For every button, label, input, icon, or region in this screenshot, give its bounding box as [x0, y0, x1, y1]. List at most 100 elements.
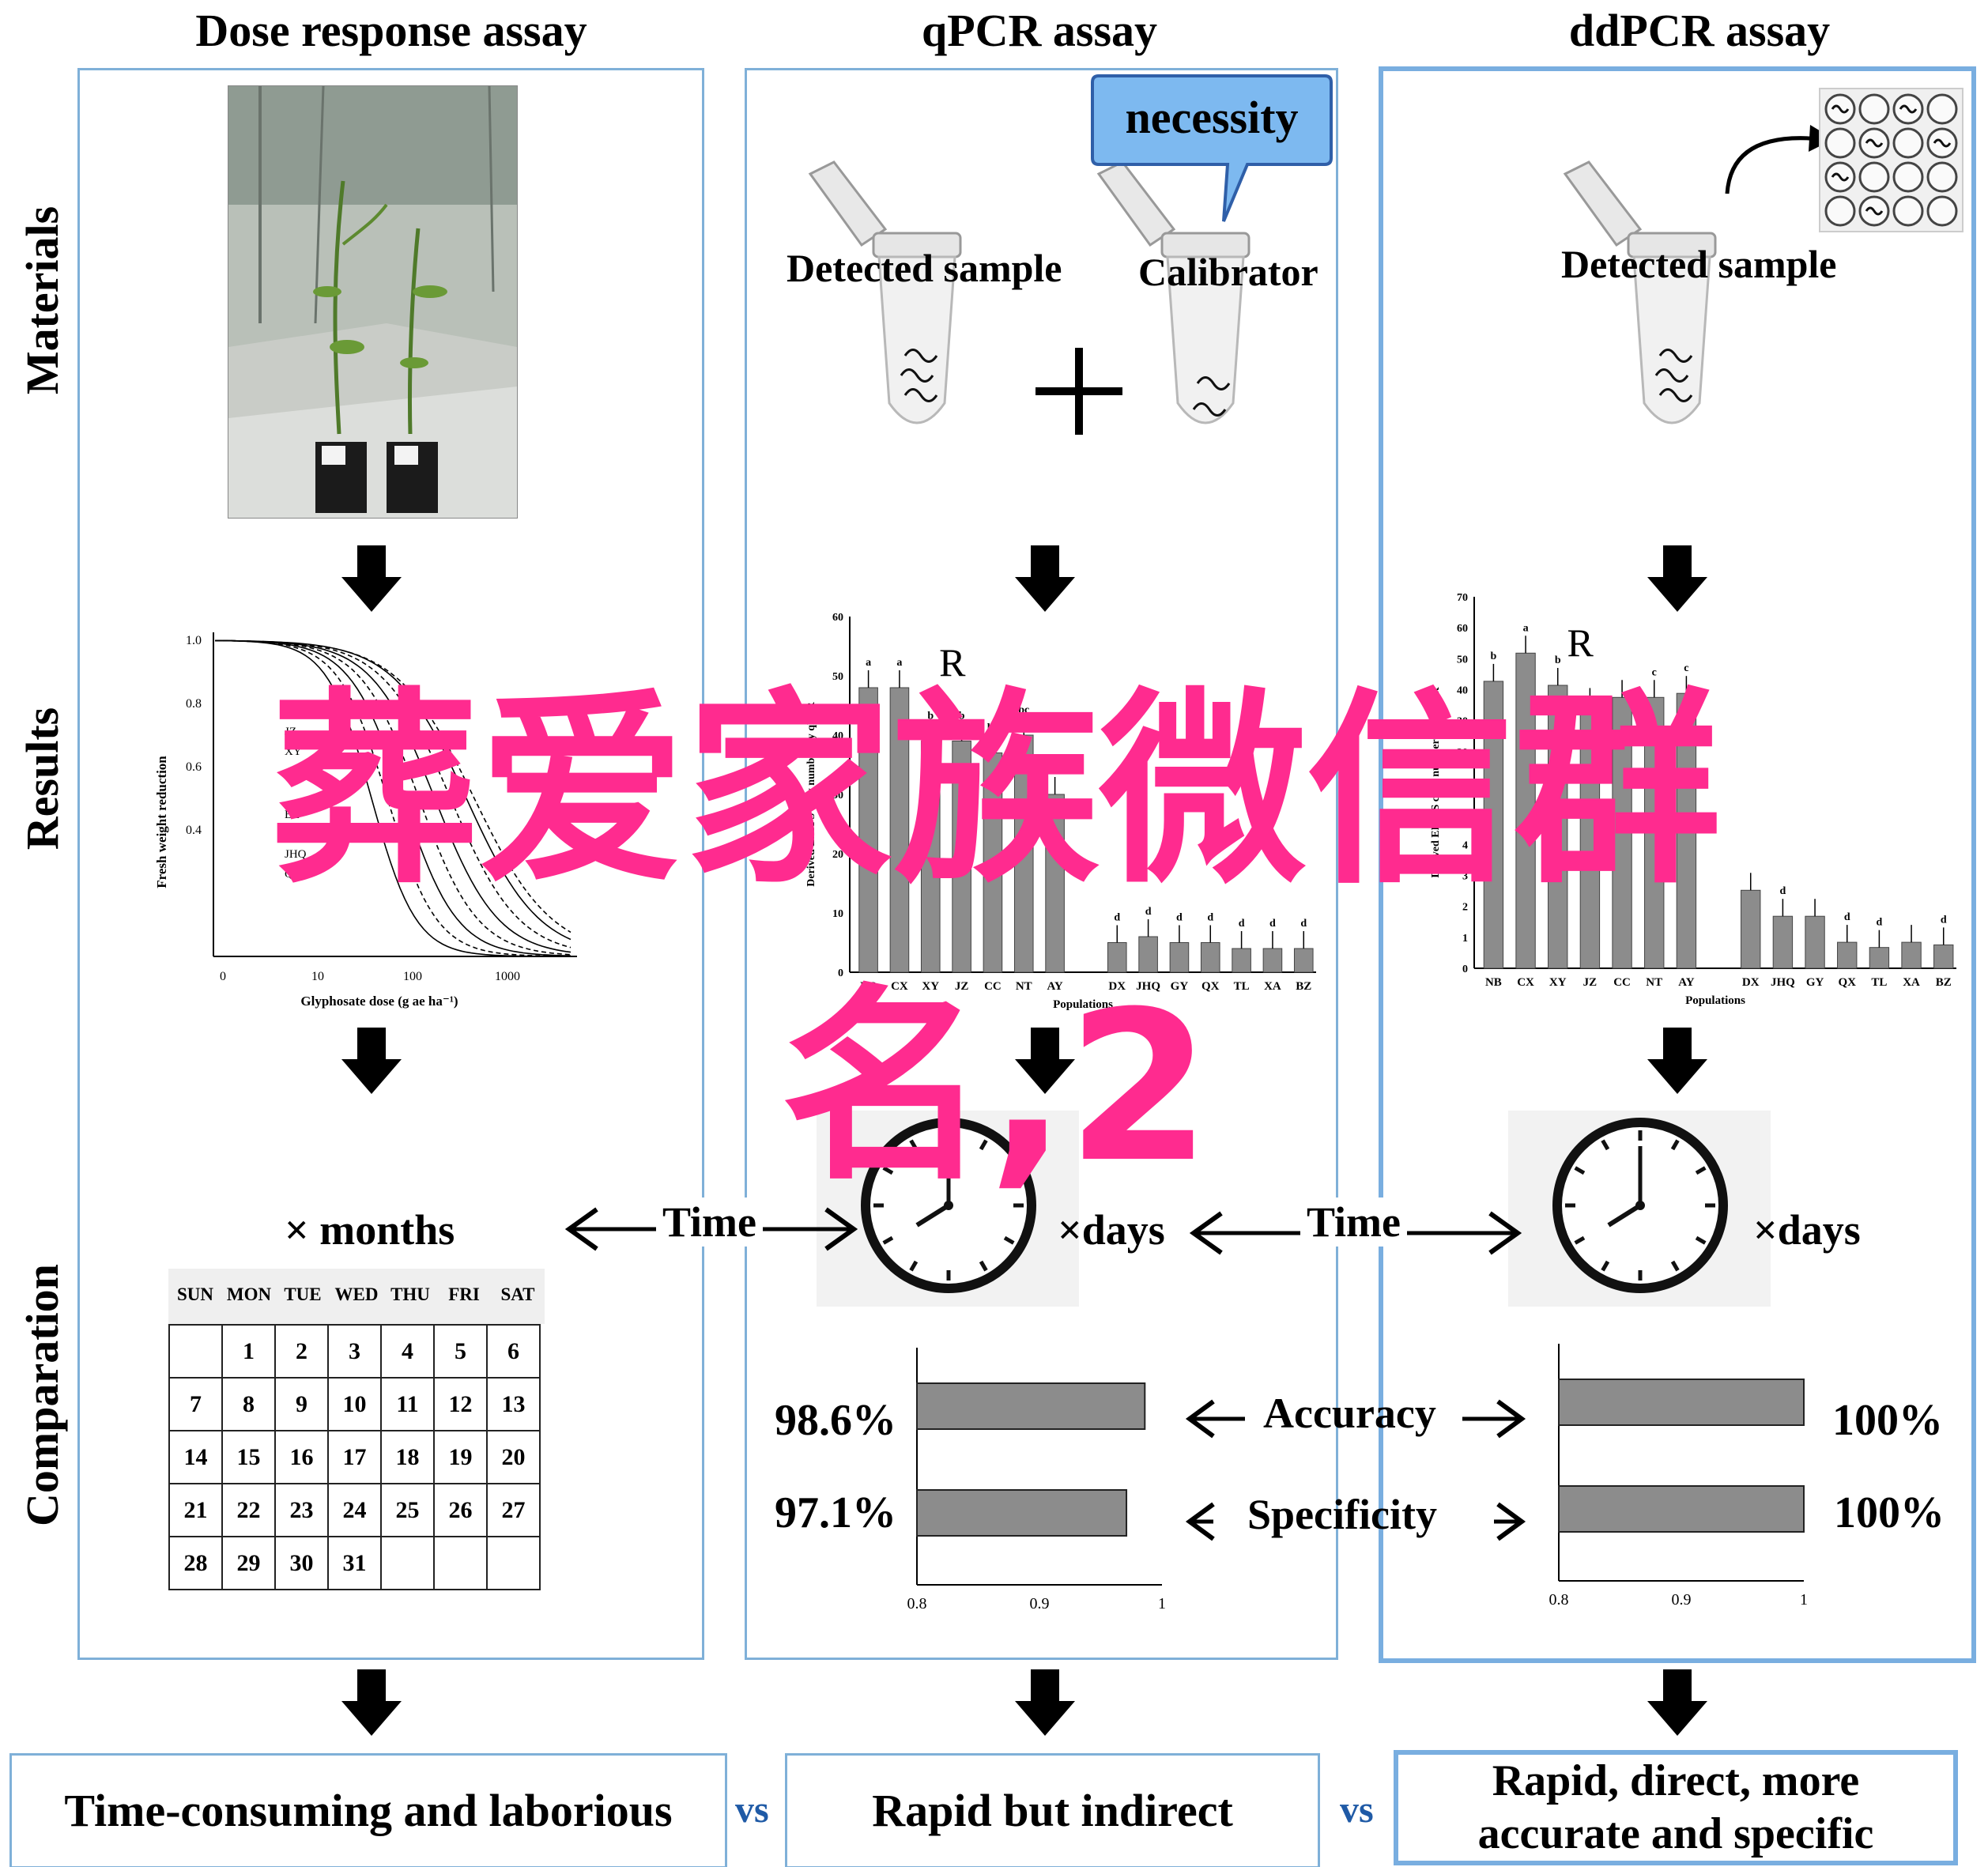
- qpcr-column-title: qPCR assay: [921, 5, 1158, 56]
- x-tick-label: XA: [1903, 976, 1920, 989]
- x-tick-label: NT: [1016, 980, 1032, 993]
- speech-bubble-icon: [1091, 74, 1333, 222]
- x-tick-label: JHQ: [1771, 976, 1795, 989]
- qpcr-clock-icon: [861, 1118, 1036, 1293]
- calendar-day: 6: [486, 1324, 541, 1379]
- qpcr-sample-tube-icon: [808, 160, 962, 424]
- dose-ytick: 0.8: [186, 697, 202, 711]
- significance-letter: b: [959, 711, 965, 722]
- x-tick-label: DX: [1108, 980, 1126, 993]
- significance-letter: d: [1941, 914, 1947, 926]
- calendar-day: 21: [168, 1483, 223, 1537]
- dose-xtick: 100: [403, 970, 422, 983]
- clock-tick: [1601, 1260, 1610, 1272]
- bar: [1232, 948, 1251, 973]
- x-tick-label: JZ: [1583, 976, 1598, 989]
- calendar-header-bg: [168, 1269, 545, 1324]
- time-label-right: Time: [1300, 1198, 1407, 1247]
- y-tick-label: 20: [1457, 747, 1468, 759]
- significance-letter: b: [1555, 654, 1561, 666]
- x-tick-label: CC: [984, 980, 1002, 993]
- ddpcr-specificity-value: 100%: [1834, 1488, 1945, 1537]
- y-tick-label: 0: [838, 967, 843, 979]
- calendar-weekday: THU: [390, 1284, 430, 1304]
- down-arrow-icon: [1647, 1028, 1707, 1094]
- down-arrow-icon: [1647, 1669, 1707, 1736]
- down-arrow-icon: [1647, 545, 1707, 612]
- y-tick-label: 50: [832, 671, 843, 683]
- significance-letter: a: [1523, 622, 1529, 634]
- dose-xtick: 1000: [495, 970, 520, 983]
- calendar-day: 27: [486, 1483, 541, 1537]
- row-label-comparation: Comparation: [17, 1264, 68, 1526]
- x-tick-label: 0.9: [1030, 1595, 1050, 1612]
- bar: [1612, 696, 1632, 969]
- calendar-weekday: MON: [226, 1284, 272, 1304]
- calendar-day: 3: [327, 1324, 382, 1379]
- significance-letter: b: [1491, 651, 1497, 662]
- ddpcr-column-title: ddPCR assay: [1568, 5, 1831, 56]
- significance-letter: d: [1145, 906, 1152, 918]
- qpcr-accuracy-value: 98.6%: [775, 1396, 896, 1445]
- down-arrow-icon: [1015, 1669, 1075, 1736]
- x-tick-label: CC: [1613, 976, 1631, 989]
- x-tick-label: BZ: [1296, 980, 1311, 993]
- panel-letter: R: [939, 640, 966, 685]
- x-tick-label: XY: [1549, 976, 1567, 989]
- accuracy-bar: [1558, 1379, 1805, 1426]
- down-arrow-icon: [341, 1669, 402, 1736]
- x-tick-label: 0.8: [1549, 1591, 1569, 1609]
- calendar-header: SUN MON TUE WED THU FRI SAT: [168, 1284, 545, 1305]
- dose-conclusion-box: Time-consuming and laborious: [9, 1753, 727, 1867]
- dose-column-title: Dose response assay: [195, 5, 587, 56]
- x-tick-label: QX: [1838, 976, 1856, 989]
- calendar-day: 22: [221, 1483, 276, 1537]
- calendar-day: 8: [221, 1377, 276, 1431]
- calendar-day: 30: [274, 1536, 329, 1590]
- significance-letter: bc: [1018, 704, 1029, 716]
- row-label-materials: Materials: [17, 206, 68, 395]
- y-tick-label: 5: [1462, 809, 1468, 820]
- calendar-day: 24: [327, 1483, 382, 1537]
- bar: [1644, 696, 1665, 969]
- x-axis-label: Populations: [1685, 994, 1745, 1007]
- accuracy-label: Accuracy: [1263, 1390, 1436, 1437]
- x-tick-label: 1: [1158, 1595, 1166, 1612]
- calendar-day: 28: [168, 1536, 223, 1590]
- calendar-day: 16: [274, 1430, 329, 1484]
- dose-conclusion-text: Time-consuming and laborious: [64, 1785, 673, 1837]
- significance-letter: d: [1877, 917, 1883, 929]
- bar: [1293, 948, 1314, 973]
- dose-ytick: 0.6: [186, 760, 202, 774]
- significance-letter: bc: [987, 722, 998, 734]
- significance-letter: d: [1207, 912, 1213, 924]
- significance-letter: d: [1239, 918, 1245, 930]
- calendar-day: 17: [327, 1430, 382, 1484]
- calendar-day: 20: [486, 1430, 541, 1484]
- x-tick-label: CX: [1517, 976, 1534, 989]
- bar: [1837, 941, 1858, 969]
- clock-tick: [1695, 1235, 1707, 1245]
- calendar-day: 26: [433, 1483, 488, 1537]
- calendar-day: 23: [274, 1483, 329, 1537]
- x-tick-label: JHQ: [1136, 980, 1160, 993]
- qpcr-conclusion-text: Rapid but indirect: [872, 1785, 1233, 1837]
- x-tick-label: NT: [1646, 976, 1662, 989]
- dose-legend-entry: AY: [285, 706, 300, 719]
- dose-legend: AY JZ XY BZ JHQ QX: [285, 706, 307, 881]
- y-tick-label: 2: [1462, 902, 1468, 914]
- ddpcr-sample-tube-icon: [1563, 160, 1717, 424]
- qpcr-sample-label: Detected sample: [787, 246, 1062, 290]
- qpcr-conclusion-box: Rapid but indirect: [785, 1753, 1320, 1867]
- qpcr-time-text: ×days: [1058, 1206, 1165, 1254]
- specificity-double-arrow-icon: [1185, 1502, 1526, 1541]
- significance-letter: d: [1300, 918, 1307, 930]
- clock-tick: [1003, 1166, 1015, 1175]
- clock-tick: [882, 1166, 894, 1175]
- dose-legend-entry: JZ: [285, 726, 296, 738]
